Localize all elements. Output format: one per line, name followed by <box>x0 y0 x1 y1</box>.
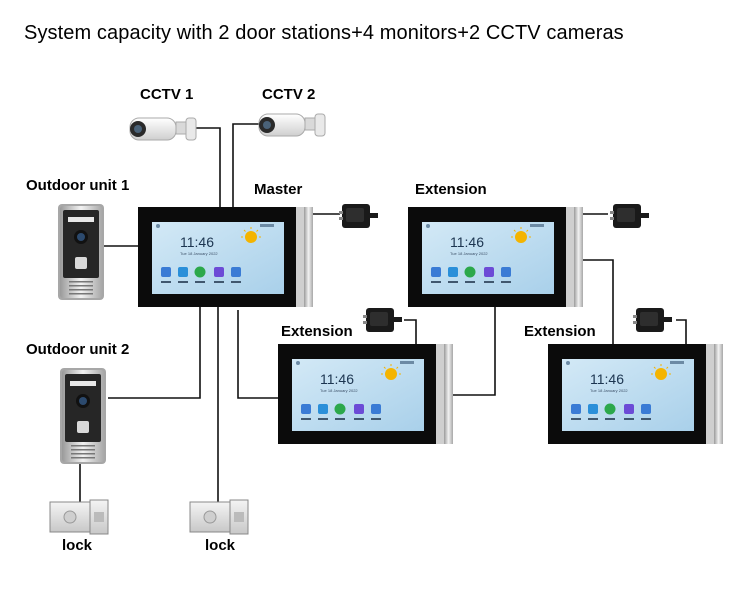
label-extension-top: Extension <box>415 181 487 198</box>
monitor-extension-top <box>407 206 584 308</box>
label-extension-right: Extension <box>524 323 596 340</box>
cctv-camera-1 <box>129 117 197 141</box>
outdoor-unit-1 <box>58 204 104 300</box>
monitor-master <box>137 206 314 308</box>
label-extension-middle: Extension <box>281 323 353 340</box>
label-master: Master <box>254 181 303 198</box>
label-outdoor-unit-2: Outdoor unit 2 <box>26 341 130 358</box>
power-adapter-master <box>339 204 378 228</box>
monitor-extension-right <box>547 343 724 445</box>
power-adapter-extension-middle <box>363 308 402 332</box>
monitor-extension-middle <box>277 343 454 445</box>
electric-lock-left <box>49 499 109 535</box>
diagram-title: System capacity with 2 door stations+4 m… <box>24 22 624 44</box>
power-adapter-extension-top <box>610 204 649 228</box>
label-cctv-1: CCTV 1 <box>140 86 194 103</box>
outdoor-unit-2 <box>60 368 106 464</box>
label-outdoor-unit-1: Outdoor unit 1 <box>26 177 130 194</box>
label-cctv-2: CCTV 2 <box>262 86 316 103</box>
label-lock-middle: lock <box>205 537 236 554</box>
power-adapter-extension-right <box>633 308 672 332</box>
electric-lock-middle <box>189 499 249 535</box>
label-lock-left: lock <box>62 537 93 554</box>
cctv-camera-2 <box>258 113 326 137</box>
wiring <box>79 123 687 502</box>
